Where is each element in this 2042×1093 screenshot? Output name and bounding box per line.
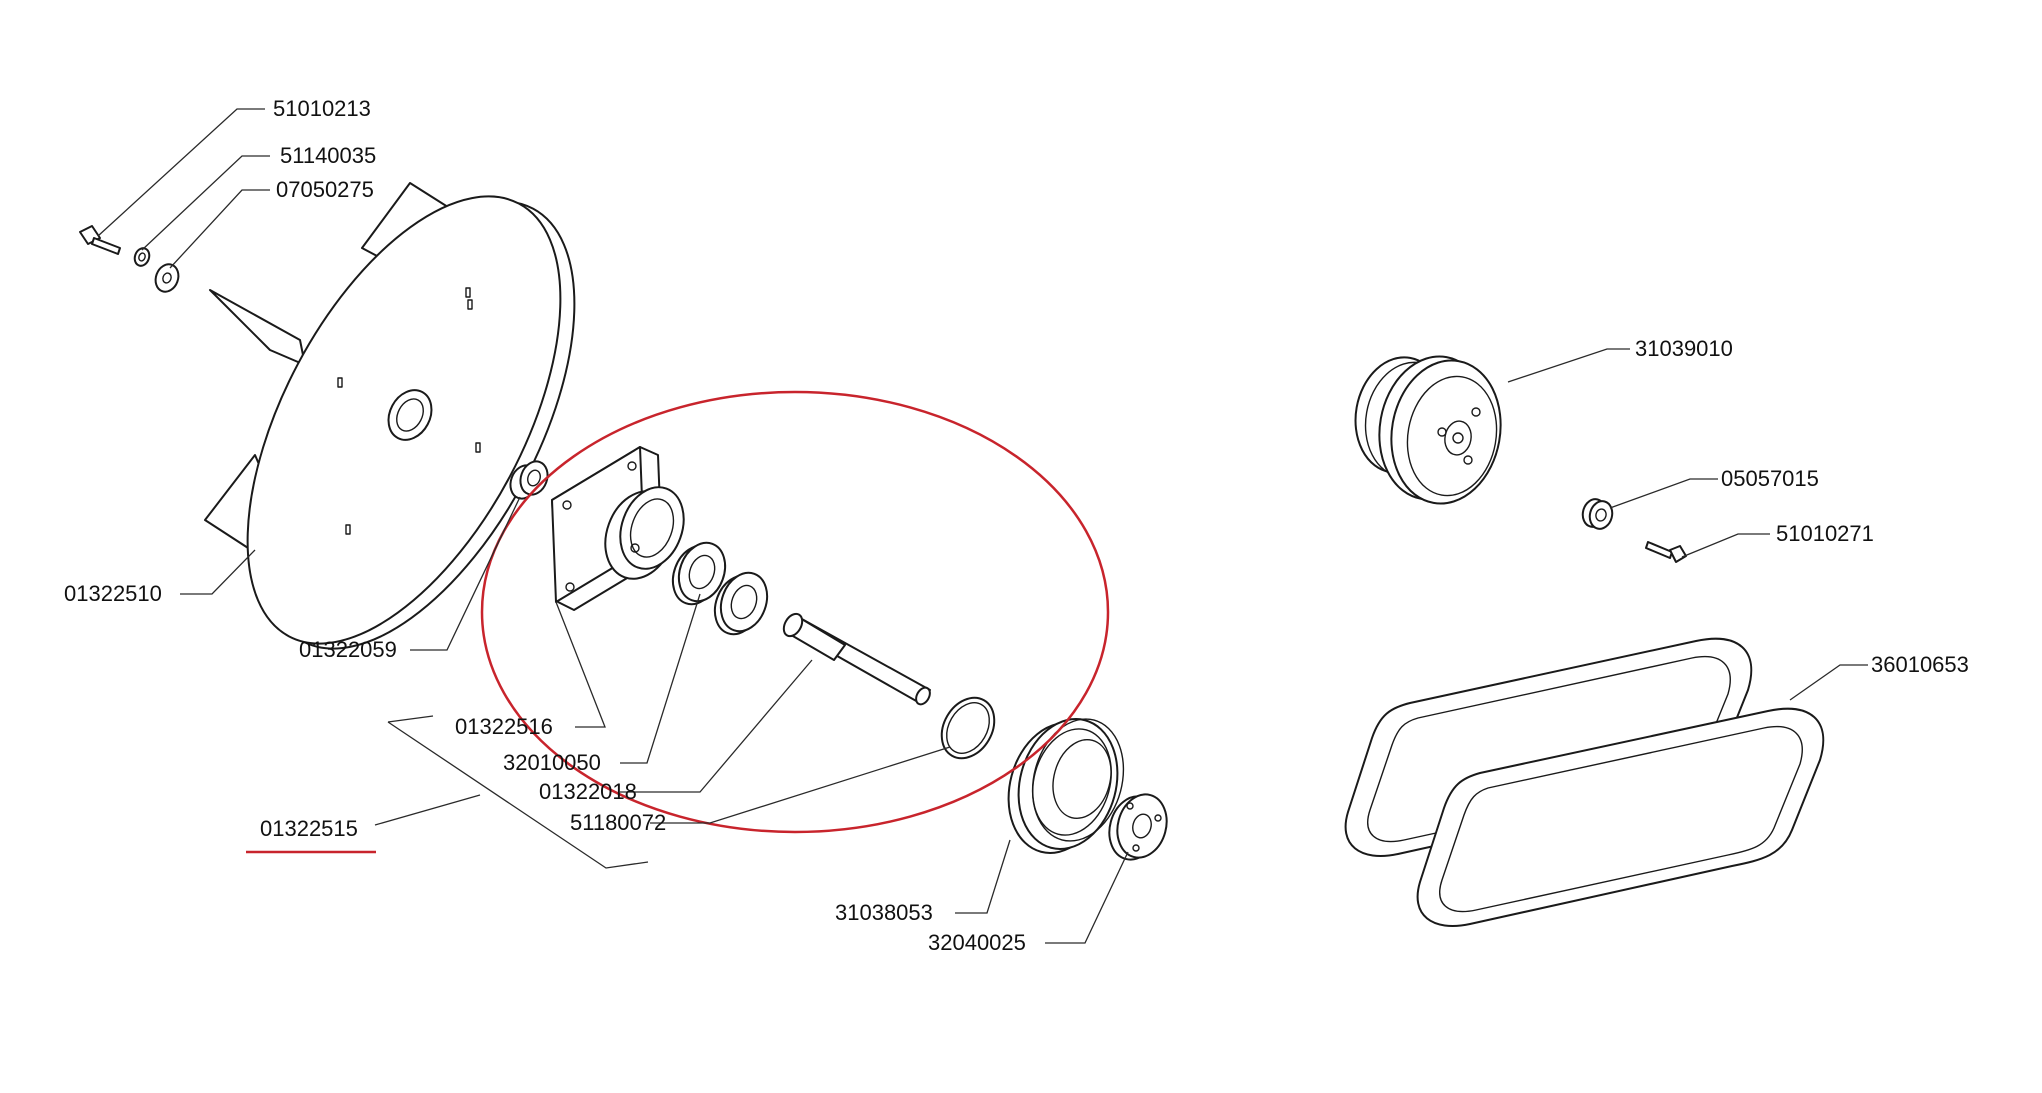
spacer-01322059 (509, 460, 549, 500)
bolt-51010271 (1645, 541, 1687, 563)
label-01322018: 01322018 (539, 779, 637, 804)
label-05057015: 05057015 (1721, 466, 1819, 491)
label-07050275: 07050275 (276, 177, 374, 202)
bolt-51010213 (79, 225, 121, 255)
label-51140035: 51140035 (280, 143, 377, 168)
label-51010213: 51010213 (273, 96, 371, 121)
washer-51140035 (133, 247, 151, 267)
label-51010271: 51010271 (1776, 521, 1874, 546)
bearing-32010050-b (713, 571, 769, 636)
label-31039010: 31039010 (1635, 336, 1733, 361)
taper-bush-32040025 (1108, 793, 1168, 861)
shaft-01322018 (782, 612, 931, 706)
bearing-housing-01322516 (551, 446, 685, 611)
circlip-51180072 (940, 696, 996, 760)
fan-impeller (204, 182, 576, 650)
label-31038053: 31038053 (835, 900, 933, 925)
leader-lines (97, 108, 1868, 944)
label-01322059: 01322059 (299, 637, 397, 662)
label-01322515: 01322515 (260, 816, 358, 841)
washer-07050275 (154, 263, 180, 293)
label-51180072: 51180072 (570, 810, 667, 835)
highlight-circle (480, 390, 1110, 834)
label-36010653: 36010653 (1871, 652, 1969, 677)
bearing-32010050-a (671, 541, 727, 606)
nut-05057015 (1581, 498, 1614, 530)
label-32010050: 32010050 (503, 750, 601, 775)
v-belts-36010653 (1344, 637, 1825, 927)
label-32040025: 32040025 (928, 930, 1026, 955)
drive-pulley-31039010 (1354, 355, 1502, 505)
label-01322516: 01322516 (455, 714, 553, 739)
label-01322510: 01322510 (64, 581, 162, 606)
